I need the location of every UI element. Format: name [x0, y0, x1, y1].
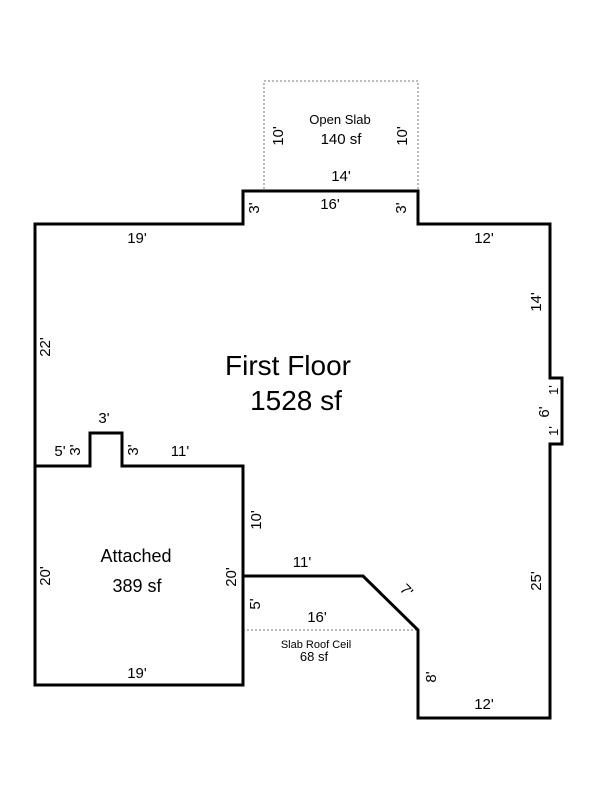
- dim-bottom-step: 8': [423, 671, 440, 682]
- dim-mid-wall: 11': [171, 443, 190, 460]
- dim-inner-vertical: 10': [248, 510, 265, 530]
- dim-top-bump: 14': [331, 168, 351, 185]
- open-slab-area: 140 sf: [321, 131, 363, 148]
- dim-slab-roof-width: 16': [307, 609, 327, 626]
- first-floor-area: 1528 sf: [250, 385, 342, 416]
- dim-open-slab-right: 10': [394, 126, 411, 146]
- dim-top-right-wall: 12': [474, 230, 494, 247]
- dim-inner-horizontal: 11': [293, 554, 312, 571]
- dim-right-bump-bottom: 1': [546, 426, 561, 436]
- dim-bottom-right: 12': [474, 696, 494, 713]
- dim-slab-gap-height: 5': [247, 598, 264, 609]
- dim-right-bump-height: 6': [536, 406, 553, 417]
- dim-chimney-top: 3': [98, 410, 109, 427]
- dim-right-upper: 14': [528, 292, 545, 312]
- dim-top-left-wall: 19': [127, 230, 147, 247]
- dim-notch-right: 3': [393, 202, 410, 213]
- dim-attached-bottom: 19': [127, 665, 147, 682]
- first-floor-label: First Floor: [225, 350, 351, 381]
- dim-chimney-left-height: 3': [67, 444, 84, 455]
- dim-attached-right: 20': [223, 567, 240, 587]
- open-slab-label: Open Slab: [309, 112, 370, 127]
- dim-attached-left: 20': [37, 566, 54, 586]
- dim-left-wall: 22': [37, 337, 54, 357]
- dim-open-slab-left: 10': [270, 126, 287, 146]
- dim-chimney-right-height: 3': [125, 444, 142, 455]
- attached-label: Attached: [100, 546, 171, 566]
- dim-diagonal: 7': [396, 581, 416, 601]
- dim-right-lower: 25': [528, 571, 545, 591]
- slab-roof-area: 68 sf: [300, 649, 329, 664]
- dim-top-inner: 16': [320, 196, 340, 213]
- slab-roof-label: Slab Roof Ceil: [281, 639, 351, 651]
- dim-chimney-left-offset: 5': [54, 443, 65, 460]
- first-floor-walls: [33, 189, 564, 720]
- attached-area: 389 sf: [112, 576, 162, 596]
- dim-right-bump-top: 1': [546, 385, 561, 395]
- dim-notch-left: 3': [246, 202, 263, 213]
- attached-walls: [33, 431, 245, 687]
